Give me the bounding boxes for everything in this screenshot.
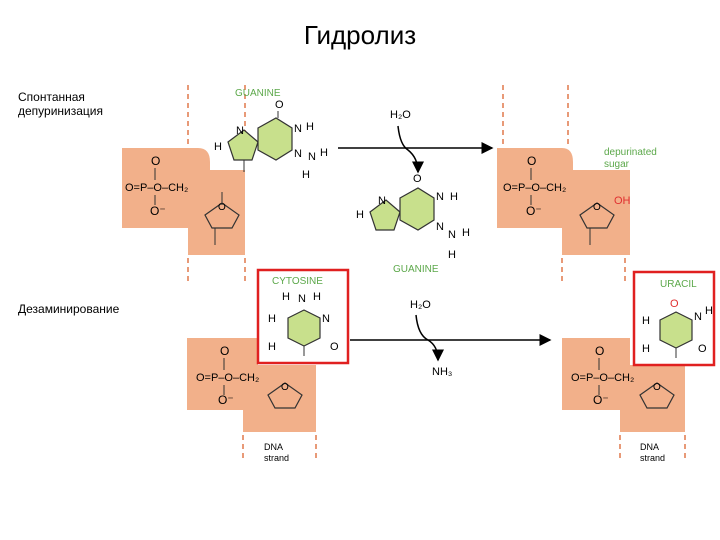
svg-text:O: O (330, 341, 339, 353)
svg-text:N: N (294, 123, 302, 135)
svg-text:H: H (642, 315, 650, 327)
deamination-label: Дезаминирование (18, 302, 120, 316)
svg-text:O⁻: O⁻ (526, 204, 542, 218)
backbone-top-right: depurinated sugar O O=P–O–CH₂ O⁻ O OH (497, 85, 657, 285)
svg-text:H: H (282, 291, 290, 303)
svg-text:O: O (275, 99, 284, 111)
svg-text:H: H (320, 147, 328, 159)
svg-text:O: O (698, 343, 707, 355)
water-label-top: H₂O (390, 109, 411, 121)
backbone-top-left: O O=P–O–CH₂ O⁻ O (122, 85, 246, 285)
svg-text:N: N (294, 148, 302, 160)
hydroxyl-label: OH (614, 195, 631, 207)
svg-text:O: O (593, 202, 601, 213)
svg-text:O=P–O–CH₂: O=P–O–CH₂ (503, 182, 566, 194)
svg-text:H: H (462, 227, 470, 239)
svg-text:O: O (595, 344, 604, 358)
svg-text:H: H (306, 121, 314, 133)
svg-text:H: H (705, 305, 713, 317)
svg-text:O: O (281, 382, 289, 393)
svg-text:O: O (218, 202, 226, 213)
guanine-label: GUANINE (235, 88, 281, 99)
svg-text:H: H (268, 341, 276, 353)
depurinated-label-line1: depurinated (604, 147, 657, 158)
cytosine-highlight-box (256, 268, 350, 365)
uracil-highlight-box (632, 270, 716, 367)
svg-text:O: O (653, 382, 661, 393)
svg-text:N: N (694, 311, 702, 323)
svg-text:O: O (413, 173, 422, 185)
svg-text:N: N (436, 191, 444, 203)
svg-text:O⁻: O⁻ (150, 204, 166, 218)
svg-text:O: O (527, 154, 536, 168)
ammonia-label: NH₃ (432, 366, 452, 378)
svg-text:N: N (436, 221, 444, 233)
svg-text:O=P–O–CH₂: O=P–O–CH₂ (571, 372, 634, 384)
uracil-label: URACIL (660, 279, 697, 290)
dna-label-left-line2: strand (264, 453, 289, 463)
svg-text:H: H (268, 313, 276, 325)
page-title: Гидролиз (303, 20, 417, 50)
deamination-reaction-arrow: H₂O NH₃ (350, 299, 552, 378)
depurination-label-line2: депуринизация (18, 104, 103, 118)
dna-label-left-line1: DNA (264, 442, 283, 452)
dna-label-right-line1: DNA (640, 442, 659, 452)
guanine-free-label: GUANINE (393, 264, 439, 275)
svg-text:O=P–O–CH₂: O=P–O–CH₂ (196, 372, 259, 384)
svg-text:N: N (378, 195, 386, 207)
svg-text:O=P–O–CH₂: O=P–O–CH₂ (125, 182, 188, 194)
svg-text:O⁻: O⁻ (218, 393, 234, 407)
svg-text:N: N (236, 125, 244, 137)
svg-text:H: H (642, 343, 650, 355)
svg-text:N: N (322, 313, 330, 325)
svg-text:O⁻: O⁻ (593, 393, 609, 407)
svg-text:N: N (448, 229, 456, 241)
cytosine-label: CYTOSINE (272, 276, 323, 287)
svg-text:O: O (670, 298, 679, 310)
svg-text:H: H (313, 291, 321, 303)
backbone-bottom-right: O O=P–O–CH₂ O⁻ O DNA strand (562, 338, 686, 463)
svg-text:H: H (356, 209, 364, 221)
backbone-bottom-left: O O=P–O–CH₂ O⁻ O DNA strand (187, 338, 317, 463)
svg-text:H: H (302, 169, 310, 181)
svg-text:N: N (308, 151, 316, 163)
svg-text:H: H (448, 249, 456, 261)
dna-label-right-line2: strand (640, 453, 665, 463)
depurinated-label-line2: sugar (604, 159, 630, 170)
depurination-label-line1: Спонтанная (18, 90, 85, 104)
depurination-label: Спонтанная депуринизация (18, 90, 103, 118)
svg-text:O: O (151, 154, 160, 168)
svg-text:O: O (220, 344, 229, 358)
svg-text:N: N (298, 293, 306, 305)
water-label-bottom: H₂O (410, 299, 431, 311)
depurination-reaction-arrow: H₂O (338, 109, 494, 174)
svg-text:H: H (450, 191, 458, 203)
svg-text:H: H (214, 141, 222, 153)
